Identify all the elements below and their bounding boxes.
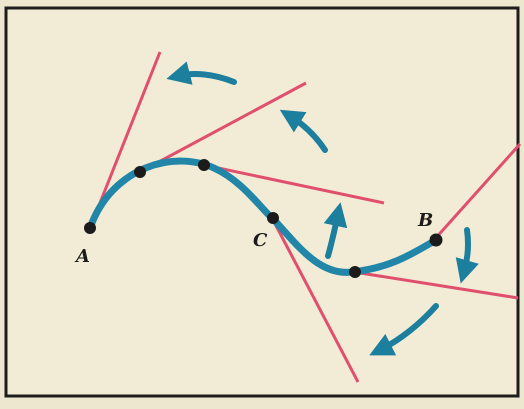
arrow-up-left	[279, 109, 328, 153]
tangent-line-trough	[353, 270, 519, 300]
label-point-b: B	[417, 210, 433, 231]
figure-frame	[4, 6, 520, 398]
tangent-line-left-peak	[139, 81, 307, 174]
point-b-dot	[429, 233, 443, 247]
tangent-line-at-b	[432, 142, 522, 242]
point-left-peak-dot	[134, 166, 146, 178]
arrow-up	[323, 202, 348, 259]
arrow-down	[455, 227, 479, 284]
arrow-down-left	[369, 303, 439, 356]
point-right-peak-dot	[198, 159, 210, 171]
point-c-dot	[267, 212, 279, 224]
point-a-dot	[84, 222, 96, 234]
tangent-line-right-peak	[203, 163, 385, 205]
label-point-c: C	[253, 230, 268, 251]
arrow-upper-left	[166, 61, 237, 85]
point-trough-dot	[349, 266, 361, 278]
label-point-a: A	[74, 246, 90, 267]
tangent-line-at-c	[270, 217, 360, 383]
